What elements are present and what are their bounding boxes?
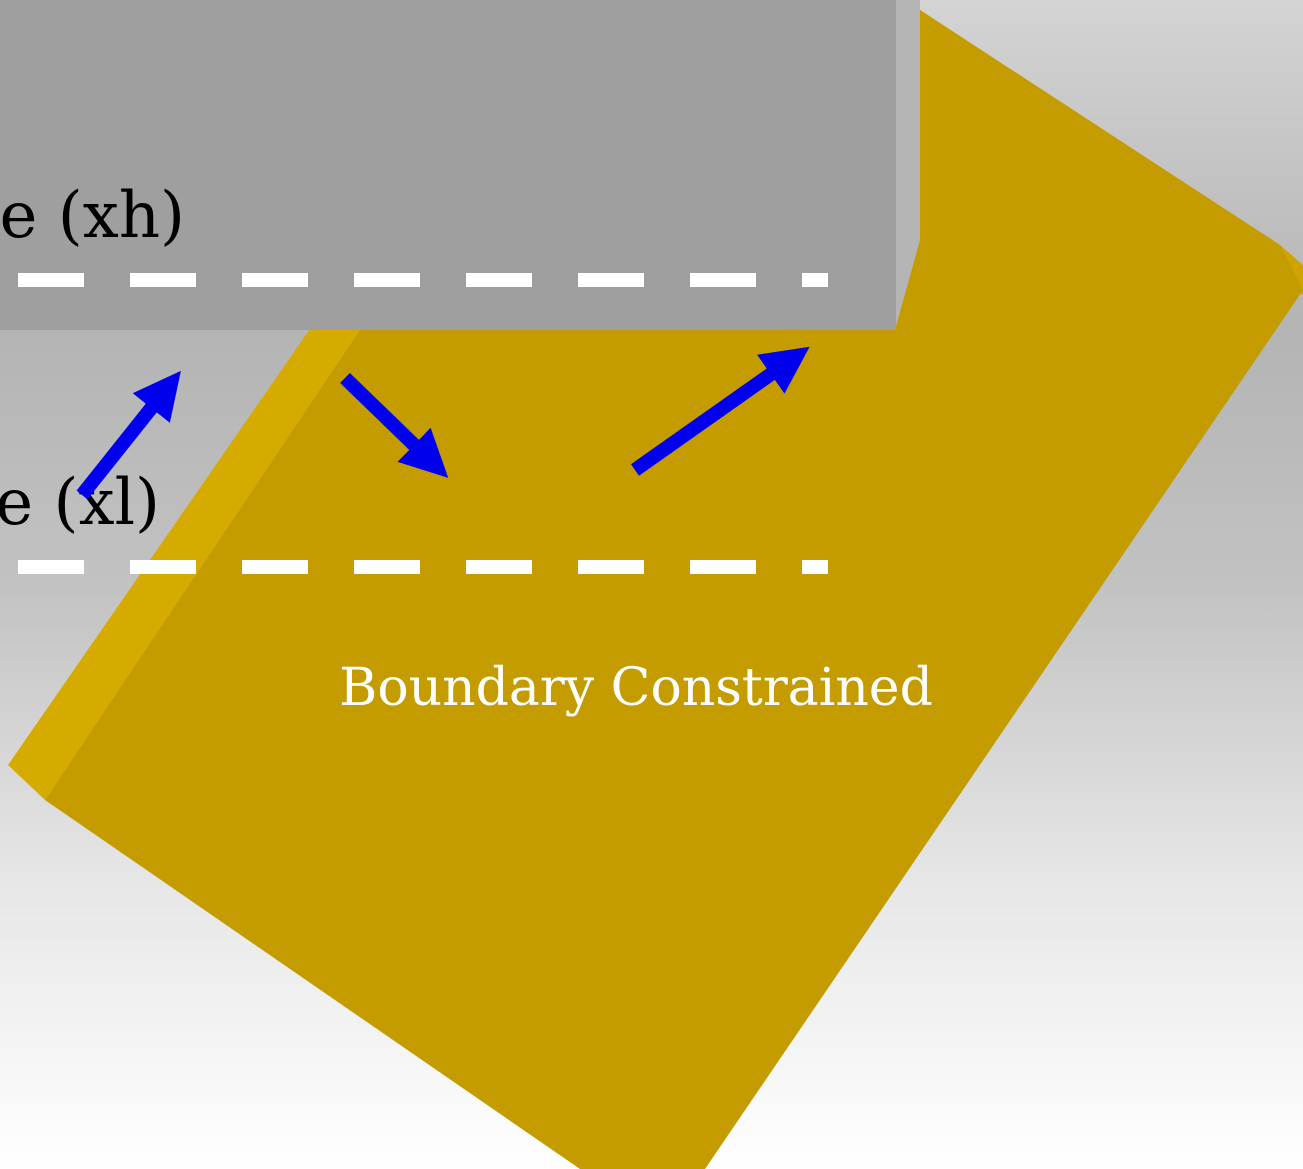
arrow-down-right	[340, 372, 449, 478]
panel-right-edge	[895, 0, 920, 330]
arrow-up-right	[630, 346, 810, 476]
lower-bound-label: e (xl)	[0, 466, 160, 540]
block-side-edge	[8, 300, 368, 800]
block-face	[45, 10, 1303, 1169]
upper-bound-label: e (xh)	[0, 179, 185, 253]
region-label: Boundary Constrained	[339, 658, 933, 718]
arrow-up-left	[76, 370, 181, 500]
